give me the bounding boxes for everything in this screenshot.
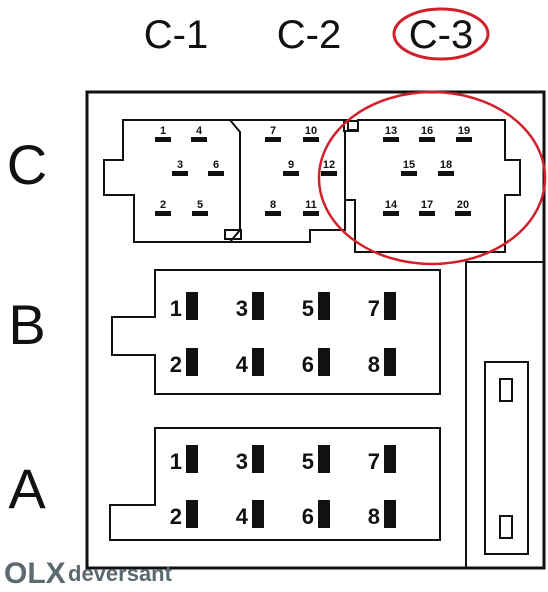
connector-a-pin-1 xyxy=(186,445,198,473)
connector-c-key-bottom xyxy=(224,229,242,240)
connector-c-pin-8 xyxy=(265,211,281,216)
connector-a-pin-2-label: 2 xyxy=(170,504,182,529)
connector-c-pin-6 xyxy=(208,171,224,176)
connector-a-pin-7-label: 7 xyxy=(368,449,380,474)
connector-b-pin-5-label: 5 xyxy=(302,296,314,321)
connector-c-pin-19 xyxy=(456,137,472,142)
connector-a-pin-8-label: 8 xyxy=(368,504,380,529)
connector-b-pin-7 xyxy=(384,292,396,320)
olx-logo: OLX xyxy=(4,557,66,590)
c3-section-highlight-ellipse xyxy=(317,90,547,266)
connector-a-pin-5-label: 5 xyxy=(302,449,314,474)
connector-b-pins: 1 2 3 4 5 6 7 8 xyxy=(170,292,396,377)
connector-c-pin-18-label: 18 xyxy=(440,159,452,171)
connector-c-pin-11 xyxy=(303,211,319,216)
side-panel-outline xyxy=(465,261,545,569)
connector-c-pin-20-label: 20 xyxy=(457,199,469,211)
side-slot-pin-bottom xyxy=(499,515,513,539)
connector-b-pin-4-label: 4 xyxy=(236,352,249,377)
connector-c-pin-1-label: 1 xyxy=(160,125,166,137)
connector-b-pin-8-label: 8 xyxy=(368,352,380,377)
connector-b-outline xyxy=(111,269,441,395)
connector-c-pin-2 xyxy=(155,211,171,216)
connector-a-pin-3-label: 3 xyxy=(236,449,248,474)
connector-c-pin-5-label: 5 xyxy=(197,199,203,211)
connector-c-pin-13 xyxy=(383,137,399,142)
connector-a-pins: 1 2 3 4 5 6 7 8 xyxy=(170,445,396,529)
connector-a-pin-4 xyxy=(252,500,264,528)
connector-c-pin-14 xyxy=(383,211,399,216)
connector-c-pin-14-label: 14 xyxy=(385,199,398,211)
connector-a-outline xyxy=(109,427,441,541)
connector-c-pin-9-label: 9 xyxy=(288,159,294,171)
connector-c-pin-7-label: 7 xyxy=(270,125,276,137)
connector-b-pin-8 xyxy=(384,348,396,376)
connector-c-pin-3 xyxy=(172,171,188,176)
connector-b-pin-4 xyxy=(252,348,264,376)
row-label-c: C xyxy=(7,133,47,196)
connector-a-pin-4-label: 4 xyxy=(236,504,249,529)
connector-c-pin-2-label: 2 xyxy=(160,199,166,211)
connector-c-pin-19-label: 19 xyxy=(458,125,470,137)
column-label-c2: C-2 xyxy=(277,13,341,57)
connector-c-pin-5 xyxy=(192,211,208,216)
connector-c-pin-6-label: 6 xyxy=(213,159,219,171)
connector-c-pin-12 xyxy=(321,171,337,176)
row-label-a: A xyxy=(8,457,46,520)
column-label-c3: C-3 xyxy=(409,13,473,57)
connector-c-pin-1 xyxy=(155,137,171,142)
connector-c-pin-13-label: 13 xyxy=(385,125,397,137)
connector-c-pin-11-label: 11 xyxy=(305,199,317,211)
watermark-username: deversant xyxy=(68,561,173,586)
connector-b-pin-3 xyxy=(252,292,264,320)
column-label-c1: C-1 xyxy=(144,13,208,57)
connector-b-pin-6-label: 6 xyxy=(302,352,314,377)
connector-b-pin-6 xyxy=(318,348,330,376)
connector-a-pin-1-label: 1 xyxy=(170,449,182,474)
connector-a-pin-6 xyxy=(318,500,330,528)
connector-c-pin-7 xyxy=(265,137,281,142)
connector-b-pin-2 xyxy=(186,348,198,376)
connector-c-key-top xyxy=(343,120,359,132)
connector-a-pin-8 xyxy=(384,500,396,528)
c3-header-highlight-ellipse xyxy=(392,7,490,61)
connector-c-pin-4 xyxy=(191,137,207,142)
connector-a-pin-3 xyxy=(252,445,264,473)
connector-c-pin-17 xyxy=(419,211,435,216)
connector-a-pin-2 xyxy=(186,500,198,528)
connector-c-pin-3-label: 3 xyxy=(177,159,183,171)
connector-c-pin-9 xyxy=(283,171,299,176)
connector-b-pin-7-label: 7 xyxy=(368,296,380,321)
connector-a-pin-6-label: 6 xyxy=(302,504,314,529)
connector-c-pin-20 xyxy=(455,211,471,216)
connector-c-pin-16-label: 16 xyxy=(421,125,433,137)
connector-c-pin-8-label: 8 xyxy=(270,199,276,211)
side-slot-outline xyxy=(484,361,529,555)
side-slot-pin-top xyxy=(499,378,513,402)
connector-c-pin-12-label: 12 xyxy=(323,159,335,171)
connector-c-pin-4-label: 4 xyxy=(196,125,203,137)
connector-c-pin-16 xyxy=(419,137,435,142)
connector-c-divider xyxy=(229,119,346,243)
connector-c-pin-10-label: 10 xyxy=(305,125,317,137)
connector-b-pin-1 xyxy=(186,292,198,320)
connector-b-pin-2-label: 2 xyxy=(170,352,182,377)
connector-c-pin-15 xyxy=(401,171,417,176)
connector-c-pin-15-label: 15 xyxy=(403,159,415,171)
connector-b-pin-3-label: 3 xyxy=(236,296,248,321)
connector-c-pin-18 xyxy=(438,171,454,176)
connector-b-pin-1-label: 1 xyxy=(170,296,182,321)
connector-a-pin-7 xyxy=(384,445,396,473)
row-label-b: B xyxy=(8,293,45,356)
connector-c-pin-17-label: 17 xyxy=(421,199,433,211)
connector-b-pin-5 xyxy=(318,292,330,320)
connector-c-pin-10 xyxy=(303,137,319,142)
connector-a-pin-5 xyxy=(318,445,330,473)
